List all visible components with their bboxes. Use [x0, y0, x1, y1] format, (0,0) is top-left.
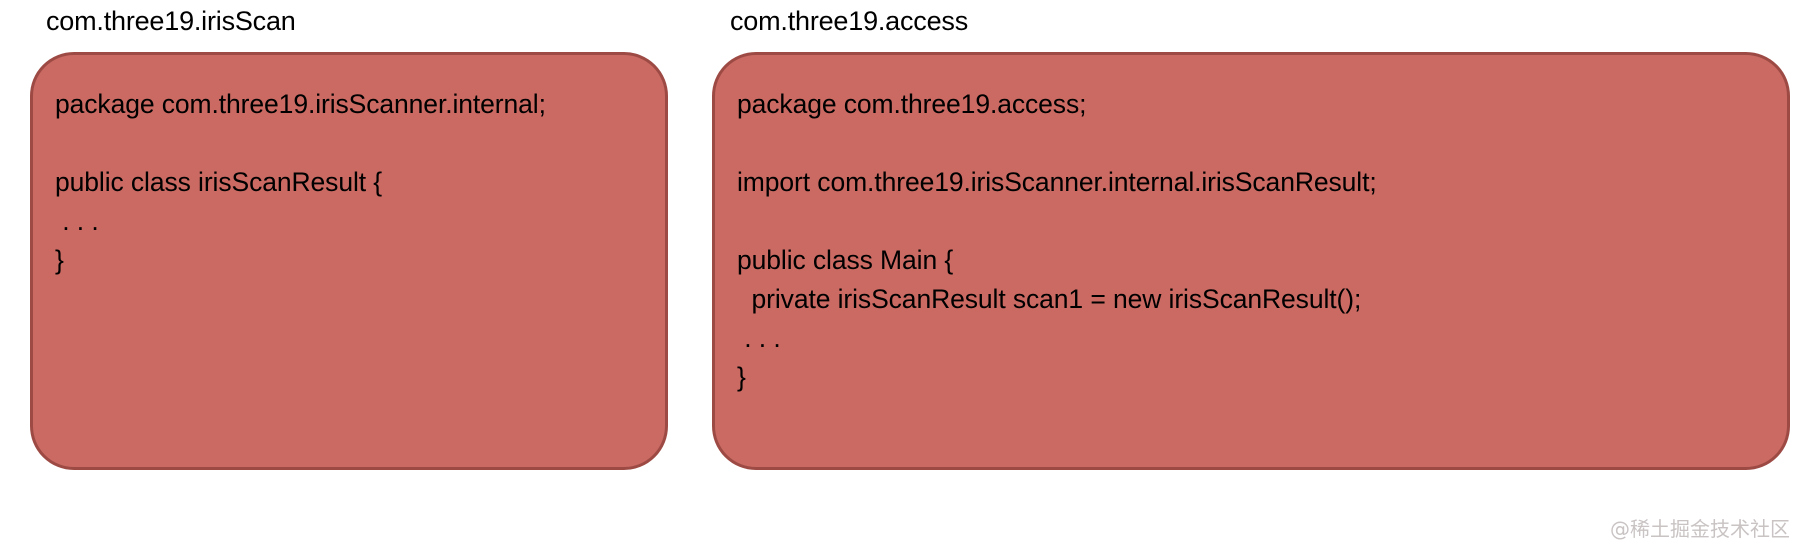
package-label-access: com.three19.access [730, 6, 969, 36]
code-line: public class irisScanResult { [55, 167, 383, 197]
code-line-blank [55, 124, 546, 163]
code-line: . . . [55, 206, 99, 236]
code-line: package com.three19.access; [737, 89, 1087, 119]
code-line: package com.three19.irisScanner.internal… [55, 89, 546, 119]
watermark: @稀土掘金技术社区 [1610, 517, 1790, 541]
code-line: private irisScanResult scan1 = new irisS… [737, 284, 1362, 314]
code-line: import com.three19.irisScanner.internal.… [737, 167, 1377, 197]
package-label-irisscan: com.three19.irisScan [46, 6, 296, 36]
code-line-blank [737, 124, 1377, 163]
code-block-irisscan: package com.three19.irisScanner.internal… [55, 85, 546, 280]
package-box-access: package com.three19.access; import com.t… [712, 52, 1790, 470]
code-line-blank [737, 202, 1377, 241]
code-line: public class Main { [737, 245, 954, 275]
code-block-access: package com.three19.access; import com.t… [737, 85, 1377, 397]
package-box-irisscan: package com.three19.irisScanner.internal… [30, 52, 668, 470]
code-line: } [737, 362, 746, 392]
code-line: . . . [737, 323, 781, 353]
code-line: } [55, 245, 64, 275]
